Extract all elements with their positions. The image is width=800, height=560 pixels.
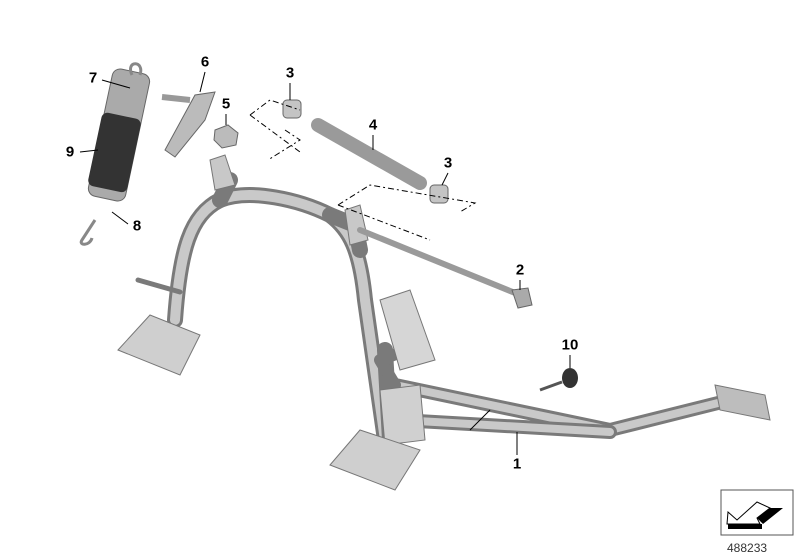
nut [213,124,239,149]
callout-8: 8 [132,217,142,235]
callout-9: 9 [65,143,75,161]
bolt [357,227,523,298]
callout-10: 10 [561,336,579,354]
bushing-bottom [429,184,449,204]
callout-7: 7 [88,69,98,87]
bolt-7 [161,94,191,103]
leader-lines [79,71,571,455]
callout-1: 1 [512,455,522,473]
callout-2: 2 [515,261,525,279]
callout-3-bottom: 3 [443,154,453,172]
callout-6: 6 [200,53,210,71]
spring [79,62,151,246]
callout-5: 5 [221,95,231,113]
arrow-orientation-icon [720,489,794,536]
pin [311,118,427,190]
center-stand [117,154,771,491]
bracket [164,91,216,158]
rubber-plug [539,368,578,392]
bushing-top [282,99,302,119]
callout-4: 4 [368,116,378,134]
callout-3-top: 3 [285,64,295,82]
reference-number: 488233 [727,541,768,555]
